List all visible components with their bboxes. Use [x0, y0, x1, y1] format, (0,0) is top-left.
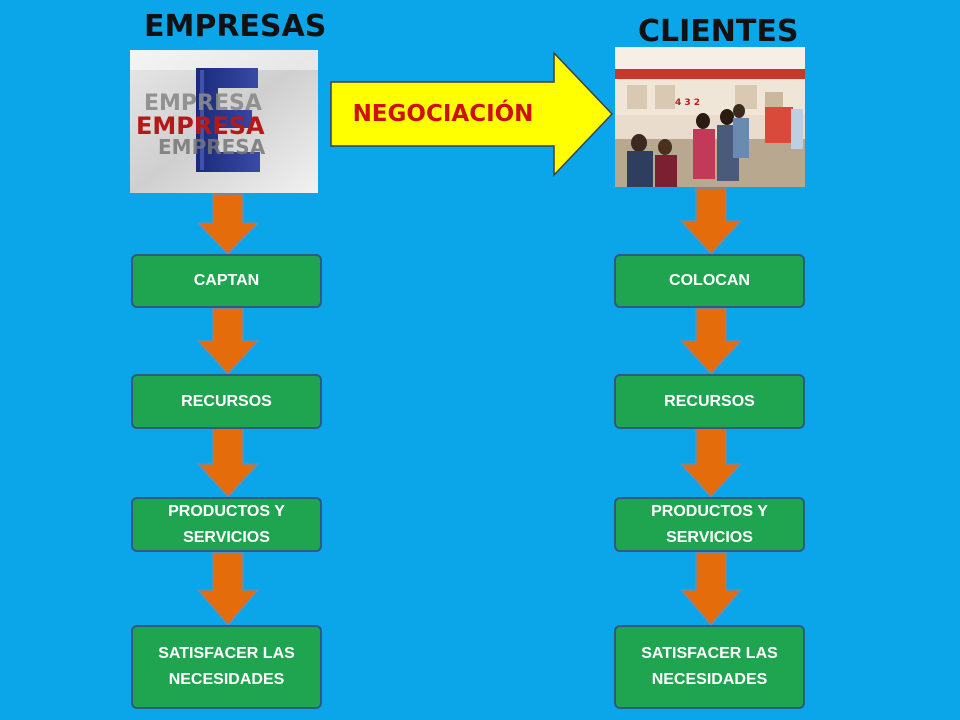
right-step-satisfacer-necesidades: SATISFACER LAS NECESIDADES [614, 625, 805, 709]
empresa-logo-image: EMPRESA EMPRESA EMPRESA [130, 50, 318, 193]
left-down-arrow-1 [197, 193, 259, 255]
right-down-arrow-3 [680, 428, 742, 498]
left-step-captan: CAPTAN [131, 254, 322, 308]
bank-counter-photo: 4 3 2 [615, 47, 805, 187]
left-step-recursos: RECURSOS [131, 374, 322, 429]
left-step-satisfacer-necesidades: SATISFACER LAS NECESIDADES [131, 625, 322, 709]
right-down-arrow-4 [680, 552, 742, 626]
logo-text-bottom: EMPRESA [158, 135, 266, 159]
negotiation-label: NEGOCIACIÓN [352, 101, 534, 127]
empresas-title: EMPRESAS [144, 9, 327, 44]
left-down-arrow-3 [197, 428, 259, 498]
clientes-title: CLIENTES [638, 14, 799, 49]
logo-text-middle: EMPRESA [136, 112, 265, 140]
logo-text-top: EMPRESA [144, 91, 262, 116]
negotiation-arrow: NEGOCIACIÓN [329, 50, 614, 178]
left-step-productos-servicios: PRODUCTOS Y SERVICIOS [131, 497, 322, 552]
right-down-arrow-1 [680, 187, 742, 255]
left-down-arrow-4 [197, 552, 259, 626]
right-step-productos-servicios: PRODUCTOS Y SERVICIOS [614, 497, 805, 552]
left-down-arrow-2 [197, 307, 259, 375]
right-step-recursos: RECURSOS [614, 374, 805, 429]
right-step-colocan: COLOCAN [614, 254, 805, 308]
counter-numbers: 4 3 2 [675, 98, 700, 108]
right-down-arrow-2 [680, 307, 742, 375]
